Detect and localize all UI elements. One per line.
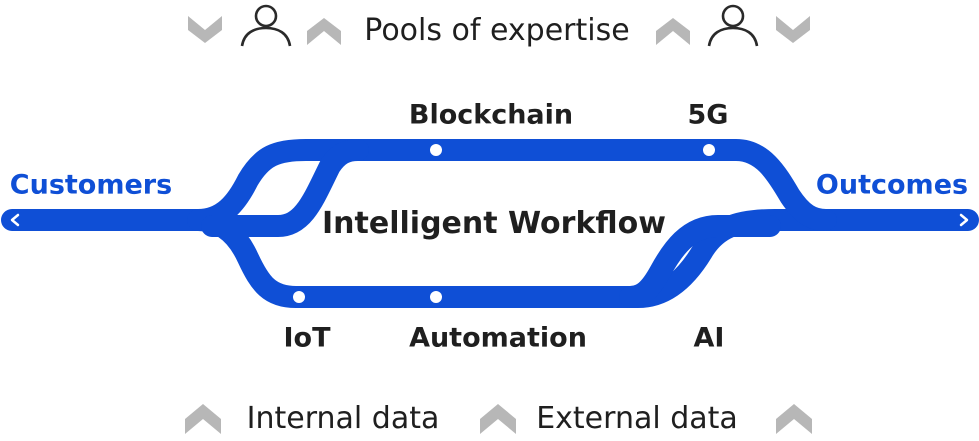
track-lines bbox=[1, 139, 979, 308]
chevron-down-icon bbox=[776, 16, 810, 43]
station-dot-automation bbox=[430, 291, 442, 303]
station-dot-5g bbox=[703, 144, 715, 156]
footer-icons bbox=[185, 404, 812, 434]
arrow-right-icon bbox=[959, 213, 969, 227]
chevron-down-icon bbox=[188, 16, 222, 43]
track-upper-loop bbox=[187, 139, 837, 231]
chevron-up-icon bbox=[185, 404, 221, 434]
station-dot-iot bbox=[293, 291, 305, 303]
footer-internal-data: Internal data bbox=[246, 401, 440, 436]
station-label-ai: AI bbox=[693, 322, 725, 354]
header-icons bbox=[188, 4, 810, 47]
header-title: Pools of expertise bbox=[364, 13, 630, 48]
endpoint-outcomes: Outcomes bbox=[815, 169, 969, 201]
station-label-5g: 5G bbox=[687, 99, 729, 131]
person-icon bbox=[240, 4, 292, 47]
station-label-automation: Automation bbox=[409, 322, 587, 354]
track-left-branch bbox=[201, 139, 369, 237]
chevron-up-icon bbox=[480, 404, 516, 434]
chevron-up-icon bbox=[776, 404, 812, 434]
footer-external-data: External data bbox=[536, 401, 738, 436]
endpoint-customers: Customers bbox=[9, 169, 173, 201]
station-label-blockchain: Blockchain bbox=[408, 99, 574, 131]
station-label-iot: IoT bbox=[283, 322, 331, 354]
station-dots bbox=[293, 144, 715, 303]
track-right-branch bbox=[619, 215, 781, 308]
arrow-left-icon bbox=[10, 213, 20, 227]
workflow-title: Intelligent Workflow bbox=[322, 206, 666, 241]
chevron-up-icon bbox=[307, 18, 341, 45]
person-icon bbox=[707, 4, 759, 47]
chevron-up-icon bbox=[656, 18, 690, 45]
station-dot-blockchain bbox=[430, 144, 442, 156]
station-dot-ai bbox=[703, 291, 715, 303]
